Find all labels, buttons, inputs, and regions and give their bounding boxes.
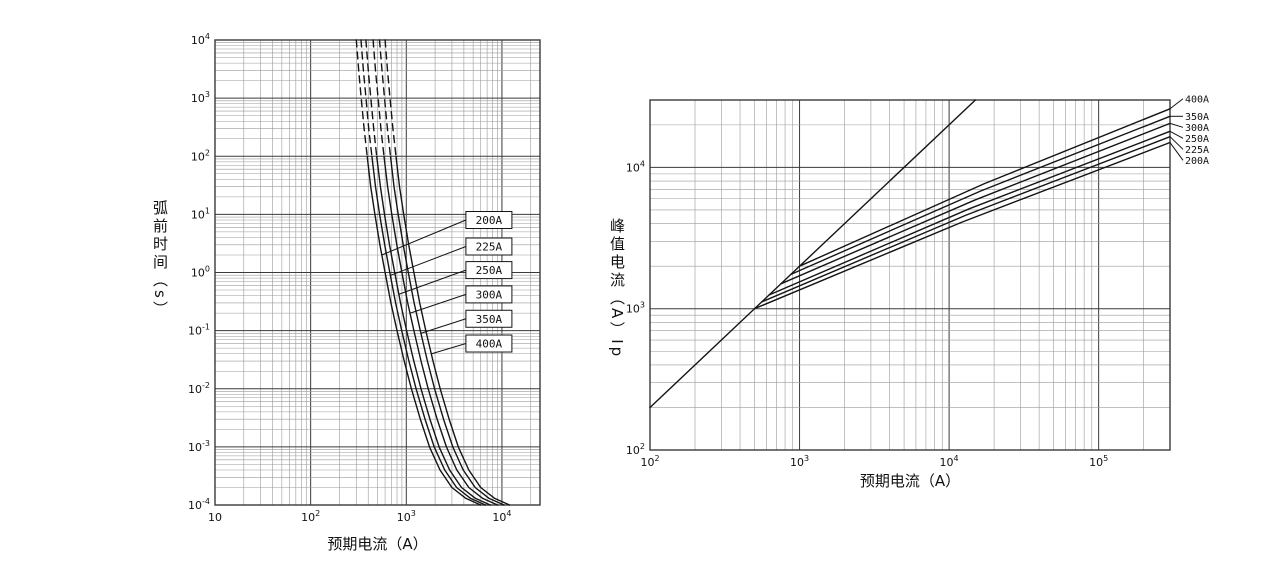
svg-text:300A: 300A (476, 288, 503, 301)
svg-text:103: 103 (790, 454, 809, 469)
svg-text:225A: 225A (476, 241, 503, 254)
svg-text:102: 102 (640, 454, 659, 469)
svg-text:104: 104 (626, 159, 645, 174)
svg-text:400A: 400A (476, 338, 503, 351)
svg-text:225A: 225A (1185, 145, 1209, 156)
svg-text:400A: 400A (1185, 94, 1209, 105)
svg-text:350A: 350A (1185, 112, 1209, 123)
left-chart-x-axis-label: 预期电流（A） (327, 535, 428, 553)
svg-text:200A: 200A (1185, 156, 1209, 167)
svg-text:250A: 250A (476, 264, 503, 277)
left-chart-y-axis-label: 弧前时间（s） (151, 200, 169, 319)
svg-text:10: 10 (208, 511, 222, 524)
right-chart-x-axis-label: 预期电流（A） (859, 472, 961, 490)
svg-text:104: 104 (191, 32, 210, 47)
svg-text:102: 102 (626, 442, 645, 457)
svg-text:10-3: 10-3 (188, 439, 210, 454)
svg-text:10-2: 10-2 (188, 381, 210, 396)
svg-text:300A: 300A (1185, 123, 1209, 134)
svg-text:102: 102 (301, 509, 320, 524)
svg-text:105: 105 (1089, 454, 1108, 469)
svg-text:103: 103 (191, 90, 210, 105)
right-chart-y-axis-label: 峰值电流（A）Ip (608, 218, 626, 360)
svg-text:200A: 200A (476, 214, 503, 227)
svg-text:350A: 350A (476, 313, 503, 326)
svg-text:250A: 250A (1185, 134, 1209, 145)
svg-text:10-1: 10-1 (188, 323, 210, 338)
svg-text:102: 102 (191, 148, 210, 163)
svg-text:103: 103 (626, 301, 645, 316)
svg-text:104: 104 (492, 509, 511, 524)
svg-text:100: 100 (191, 265, 210, 280)
svg-text:104: 104 (940, 454, 959, 469)
svg-text:103: 103 (397, 509, 416, 524)
svg-text:101: 101 (191, 206, 210, 221)
svg-text:10-4: 10-4 (188, 497, 210, 512)
